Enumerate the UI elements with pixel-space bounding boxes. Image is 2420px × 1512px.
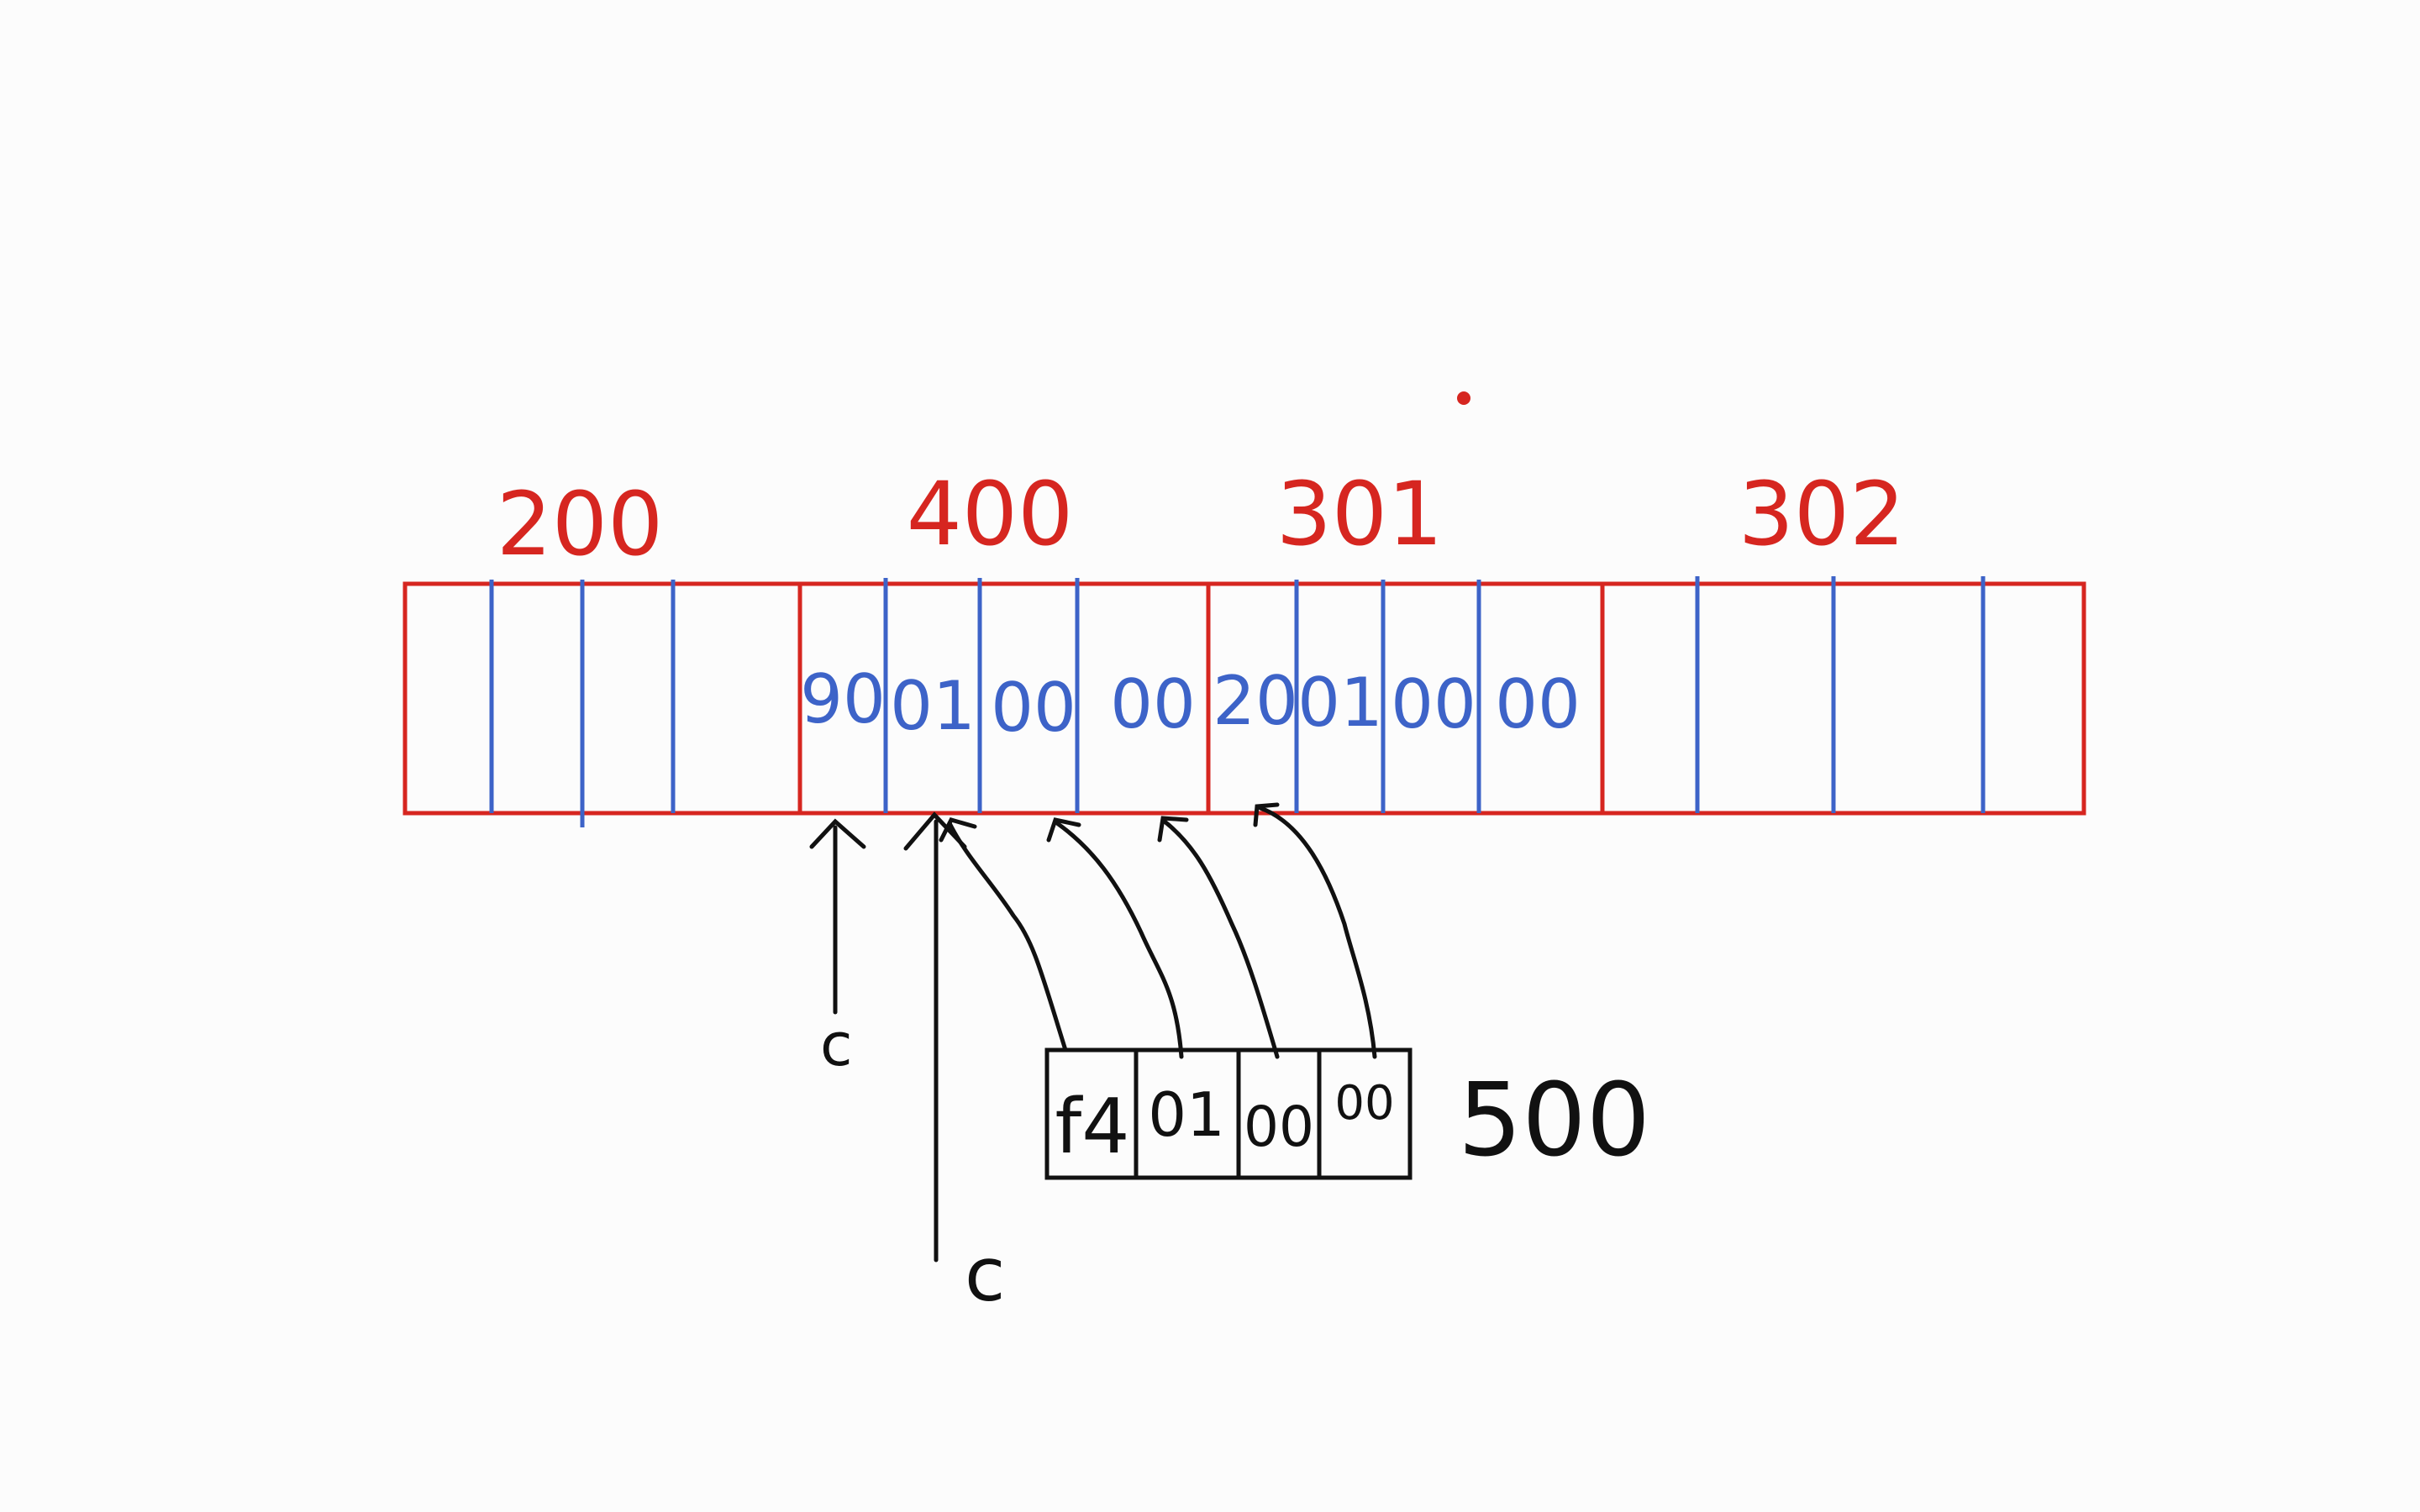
copy-arrow-byte-0	[947, 821, 1068, 1053]
source-address-label: 500	[1458, 1063, 1650, 1179]
arrowhead-icon	[939, 817, 977, 843]
address-label-400: 400	[907, 463, 1074, 565]
copy-arrow-byte-2	[1162, 819, 1280, 1059]
source-block-500: f4 01 00 00	[1044, 1047, 1413, 1180]
memory-array-outline	[402, 581, 2086, 816]
pointer-label-c: c	[965, 1231, 1005, 1318]
source-byte-value: 00	[1334, 1076, 1394, 1131]
arrowhead-icon	[1046, 817, 1081, 843]
byte-value: 00	[1391, 665, 1476, 743]
byte-value: 00	[991, 669, 1076, 747]
source-byte-value: 00	[1244, 1095, 1314, 1159]
source-byte-value: 01	[1148, 1079, 1225, 1150]
byte-value: 20	[1213, 662, 1298, 740]
stray-red-dot	[1457, 391, 1470, 405]
byte-value: 00	[1495, 665, 1581, 743]
arrowhead-icon	[1157, 816, 1189, 843]
byte-value: 01	[890, 667, 976, 745]
source-block-outline	[1044, 1047, 1413, 1180]
source-byte-value: f4	[1055, 1083, 1130, 1171]
address-label-302: 302	[1739, 463, 1906, 565]
arrowhead-icon	[1253, 802, 1280, 827]
address-label-200: 200	[497, 473, 664, 575]
pointer-arrows	[809, 802, 1377, 1263]
memory-array: 90 01 00 00 20 01 00 00	[402, 576, 2086, 827]
address-label-301: 301	[1276, 463, 1444, 565]
copy-arrow-byte-1	[1055, 821, 1184, 1059]
arrowhead-icon	[809, 818, 866, 849]
byte-value: 90	[800, 660, 886, 738]
byte-dividers	[489, 576, 1986, 827]
pointer-label-c: c	[820, 1011, 853, 1079]
copy-arrow-byte-3	[1258, 806, 1377, 1059]
byte-value: 00	[1110, 665, 1196, 743]
byte-value: 01	[1297, 664, 1383, 742]
